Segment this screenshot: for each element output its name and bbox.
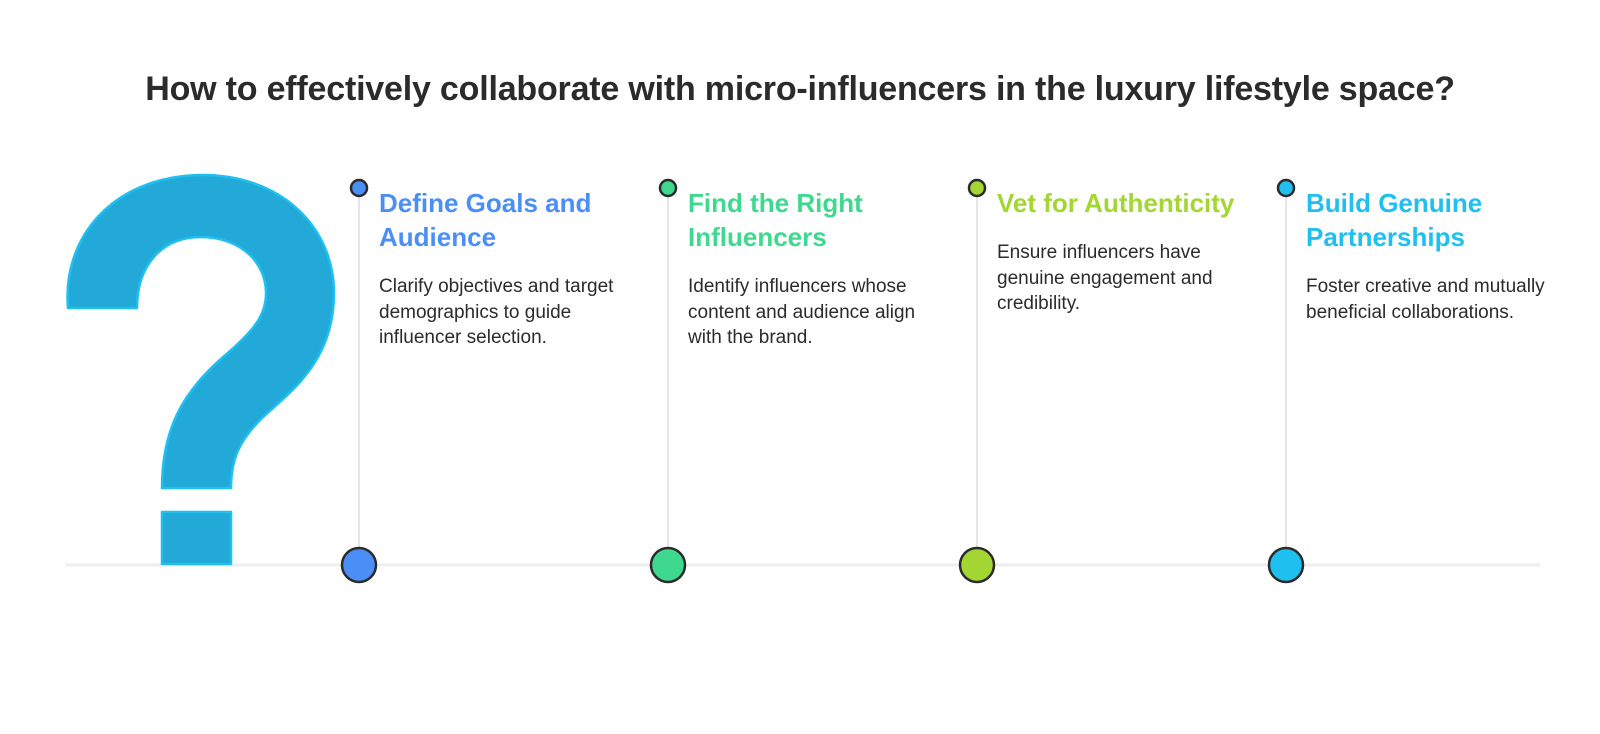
step-base-node xyxy=(649,546,687,584)
step-description: Identify influencers whose content and a… xyxy=(688,276,916,348)
step-title: Define Goals and Audience xyxy=(379,188,592,252)
step-base-node xyxy=(1267,546,1305,584)
step-top-node xyxy=(658,178,678,198)
page-title: How to effectively collaborate with micr… xyxy=(145,70,1455,108)
step-title: Vet for Authenticity xyxy=(997,188,1235,218)
step-description: Clarify objectives and target demographi… xyxy=(379,276,614,348)
step-top-node xyxy=(349,178,369,198)
step-description: Ensure influencers have genuine engageme… xyxy=(997,242,1213,314)
step-card-3: Vet for Authenticity Ensure influencers … xyxy=(997,186,1237,317)
step-base-node xyxy=(340,546,378,584)
steps-layer xyxy=(340,178,1305,584)
step-base-node xyxy=(958,546,996,584)
step-description: Foster creative and mutually beneficial … xyxy=(1306,276,1545,323)
step-title: Find the Right Influencers xyxy=(688,188,863,252)
step-title: Build Genuine Partnerships xyxy=(1306,188,1483,252)
step-card-2: Find the Right Influencers Identify infl… xyxy=(688,186,928,351)
step-card-4: Build Genuine Partnerships Foster creati… xyxy=(1306,186,1546,325)
question-mark-icon xyxy=(66,173,336,566)
step-top-node xyxy=(1276,178,1296,198)
step-top-node xyxy=(967,178,987,198)
step-card-1: Define Goals and Audience Clarify object… xyxy=(379,186,619,351)
